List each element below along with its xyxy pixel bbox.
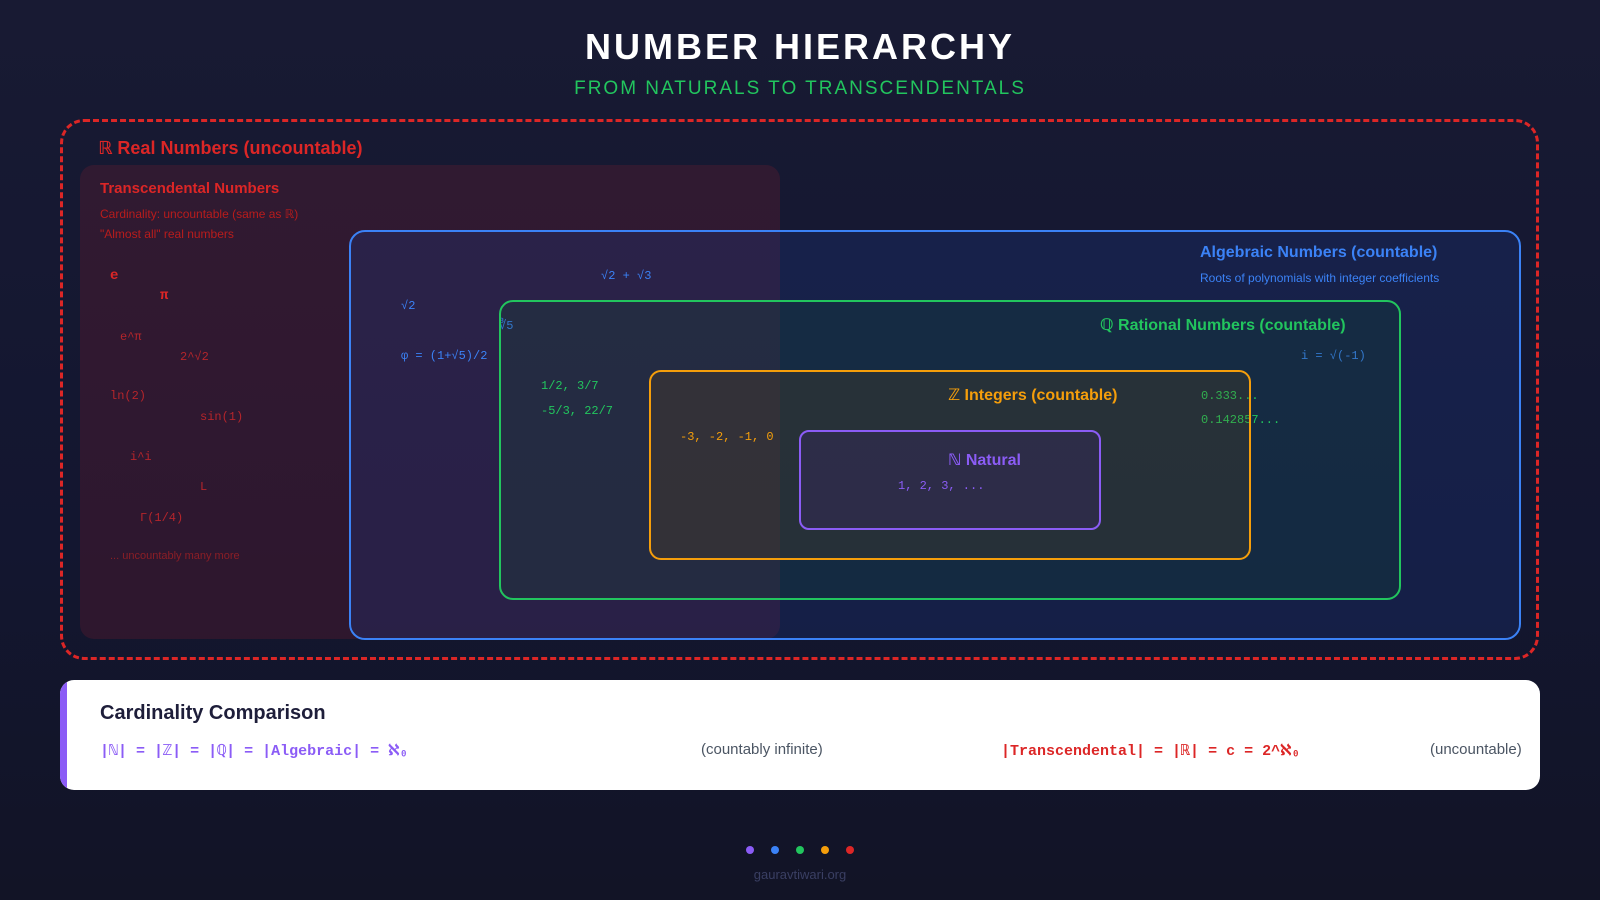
panel-accent-bar: [60, 680, 67, 790]
transcendental-example: sin(1): [200, 410, 244, 424]
algebraic-numbers-set: [349, 230, 1521, 640]
transcendental-example: ln(2): [110, 389, 147, 403]
transcendental-note: "Almost all" real numbers: [100, 227, 234, 241]
algebraic-example: √2 + √3: [601, 269, 652, 283]
rational-example: 0.142857...: [1201, 413, 1281, 427]
transcendental-note: Cardinality: uncountable (same as ℝ): [100, 207, 299, 221]
transcendental-example: L: [200, 480, 208, 494]
transcendental-more-note: ... uncountably many more: [110, 550, 240, 562]
legend-dot-integers: [821, 846, 829, 854]
transcendental-example: i^i: [130, 450, 152, 464]
transcendental-example: Γ(1/4): [140, 511, 184, 525]
natural-numbers-set: [799, 430, 1101, 530]
natural-examples: 1, 2, 3, ...: [898, 479, 985, 493]
transcendental-example: π: [160, 288, 169, 304]
uncountable-formula: |Transcendental| = |ℝ| = c = 2^ℵ₀: [1001, 743, 1301, 760]
algebraic-example: φ = (1+√5)/2: [401, 349, 488, 363]
transcendental-example: e^π: [120, 330, 142, 344]
real-numbers-label: ℝ Real Numbers (uncountable): [98, 138, 363, 158]
uncountable-note: (uncountable): [1430, 741, 1522, 758]
rational-title: ℚ Rational Numbers (countable): [1100, 317, 1346, 334]
legend-dot-natural: [746, 846, 754, 854]
integers-title: ℤ Integers (countable): [948, 387, 1118, 404]
page-subtitle: FROM NATURALS TO TRANSCENDENTALS: [574, 78, 1026, 99]
transcendental-example: 2^√2: [180, 350, 209, 364]
algebraic-title: Algebraic Numbers (countable): [1200, 244, 1438, 261]
algebraic-example: i = √(-1): [1301, 349, 1366, 363]
rational-example: 0.333...: [1201, 389, 1259, 403]
cardinality-title: Cardinality Comparison: [100, 702, 326, 724]
rational-example: 1/2, 3/7: [541, 379, 599, 393]
legend-dot-real: [846, 846, 854, 854]
real-numbers-set: [60, 119, 1539, 660]
footer-credit: gauravtiwari.org: [753, 867, 847, 882]
countable-note: (countably infinite): [701, 741, 823, 758]
transcendental-title: Transcendental Numbers: [100, 180, 280, 197]
algebraic-subtitle: Roots of polynomials with integer coeffi…: [1200, 271, 1440, 285]
natural-title: ℕ Natural: [948, 452, 1021, 469]
algebraic-example: ∛5: [499, 319, 514, 333]
integers-examples: -3, -2, -1, 0: [680, 430, 774, 444]
transcendental-region: [80, 165, 780, 639]
legend-dot-rational: [796, 846, 804, 854]
page-title: NUMBER HIERARCHY: [584, 26, 1015, 67]
transcendental-example: e: [110, 268, 119, 284]
legend-dot-algebraic: [771, 846, 779, 854]
countable-formula: |ℕ| = |ℤ| = |ℚ| = |Algebraic| = ℵ₀: [100, 743, 409, 760]
rational-example: -5/3, 22/7: [541, 404, 614, 418]
cardinality-panel: Cardinality Comparison |ℕ| = |ℤ| = |ℚ| =…: [60, 680, 1540, 790]
algebraic-example: √2: [401, 299, 416, 313]
